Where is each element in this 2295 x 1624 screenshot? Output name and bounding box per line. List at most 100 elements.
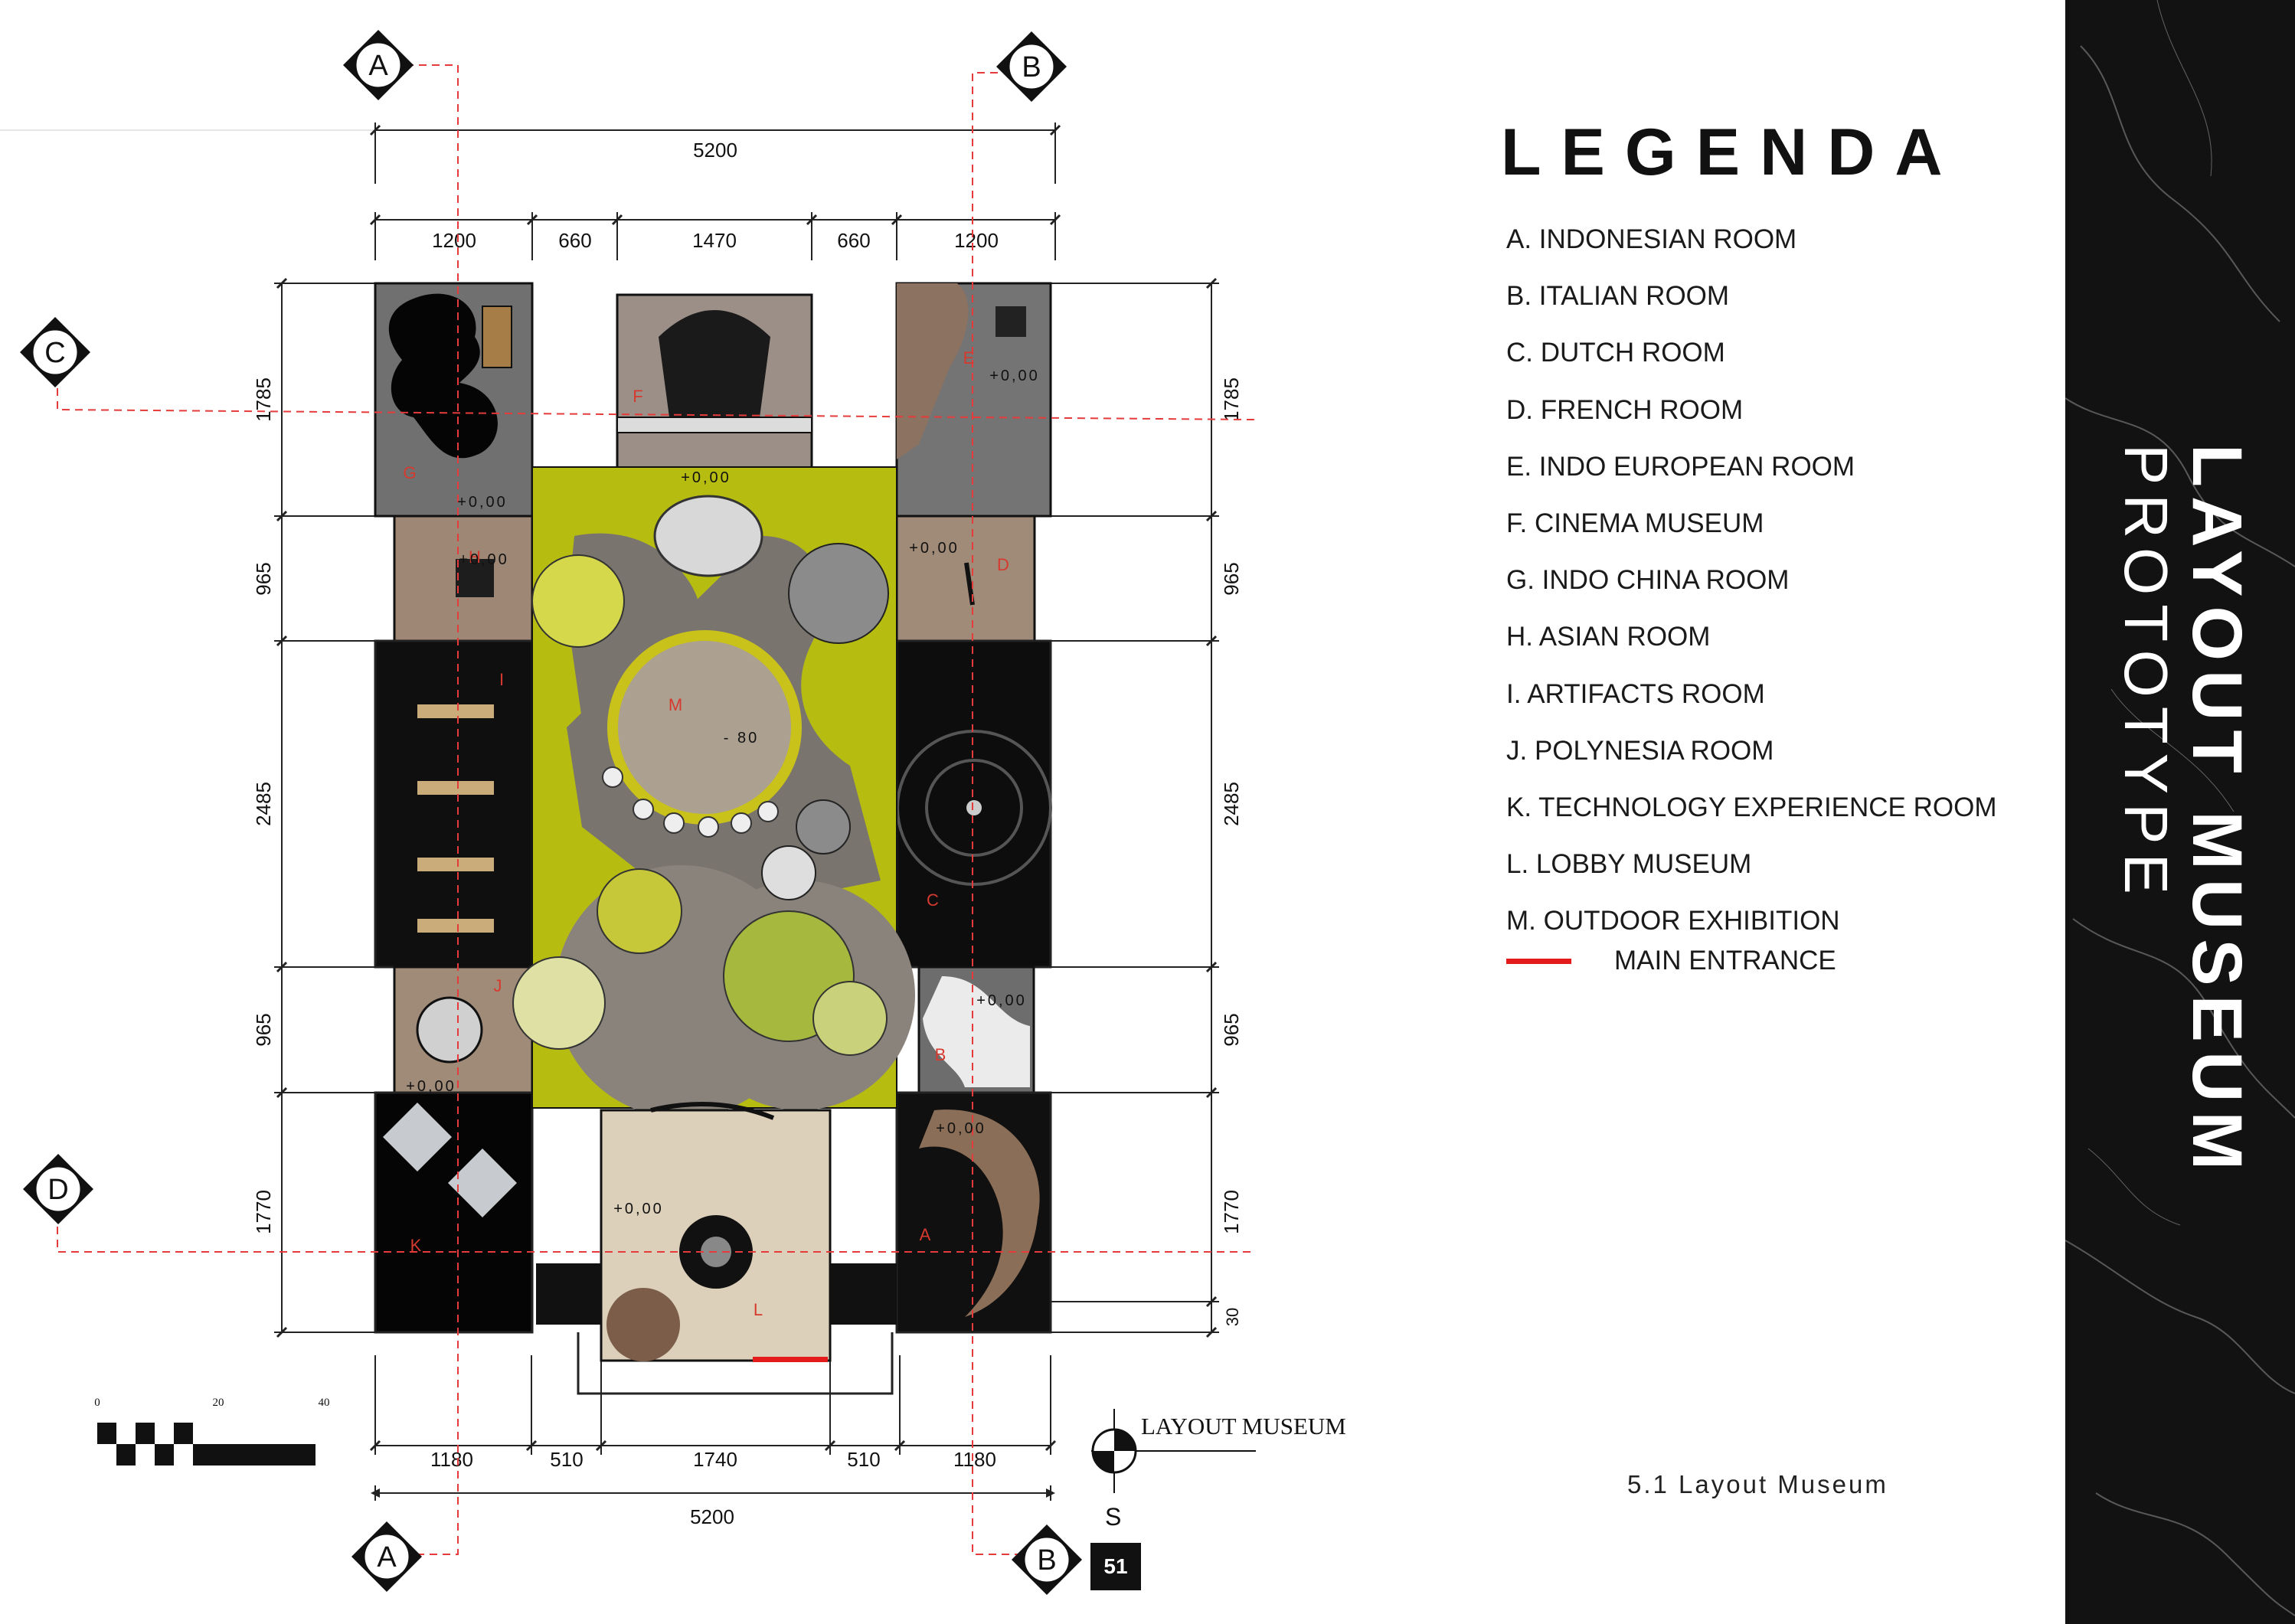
dim-left-3: 2485 <box>252 782 275 826</box>
room-letter-k: K <box>410 1236 422 1255</box>
main-entrance-swatch <box>1506 958 1571 964</box>
dimension-ticks <box>276 124 1218 1452</box>
level-labels: +0,00 +0,00 +0,00 +0,00 +0,00 - 80 +0,00… <box>406 368 1040 1217</box>
lobby-wing-right <box>830 1263 897 1325</box>
legend-item-m: M. OUTDOOR EXHIBITION <box>1506 906 1840 936</box>
room-j-sculpture <box>416 996 483 1064</box>
tree-8 <box>812 981 888 1056</box>
tree-6 <box>512 956 606 1050</box>
section-markers: A B C C D D A B <box>20 30 1082 1595</box>
courtyard-dome <box>653 495 763 577</box>
room-i-table-1 <box>417 704 494 718</box>
room-letter-m: M <box>669 695 682 714</box>
room-b-floor <box>923 976 1030 1087</box>
level-g: +0,00 <box>457 494 508 511</box>
dim-left-2: 965 <box>252 562 275 595</box>
room-letter-d: D <box>997 555 1009 574</box>
room-f-screen <box>659 310 770 429</box>
scale-bar: 0 20 40 <box>94 1397 330 1466</box>
room-letter-j: J <box>494 976 502 995</box>
tree-3 <box>796 799 851 854</box>
legend-list: A. INDONESIAN ROOM B. ITALIAN ROOM C. DU… <box>1506 221 1997 959</box>
room-g-cabinet <box>482 306 512 368</box>
south-label: S <box>1105 1503 1122 1531</box>
room-i-table-3 <box>417 858 494 871</box>
room-i-table-2 <box>417 781 494 795</box>
tree-5 <box>597 868 682 954</box>
legend-item-b: B. ITALIAN ROOM <box>1506 281 1730 312</box>
marble-texture <box>2065 0 2295 1616</box>
legend-item-i: I. ARTIFACTS ROOM <box>1506 678 1765 709</box>
level-d: +0,00 <box>909 540 960 557</box>
dim-left-4: 965 <box>252 1013 275 1046</box>
tree-1 <box>531 554 625 648</box>
room-letter-g: G <box>403 463 416 482</box>
dim-bottom-1: 1180 <box>430 1448 473 1471</box>
room-letter-e: E <box>963 348 975 368</box>
legend-item-g: G. INDO CHINA ROOM <box>1506 565 1790 596</box>
dim-right-1: 1785 <box>1220 377 1243 422</box>
room-f-seating <box>616 417 812 433</box>
dim-top-4: 660 <box>837 229 870 252</box>
floor-plan: 5200 1200 660 1470 660 1200 1180 510 174… <box>0 30 1256 1595</box>
side-title-line-2: PROTOTYPE <box>2112 443 2180 903</box>
dim-bottom-5: 1180 <box>953 1448 996 1471</box>
entrance-steps <box>577 1332 894 1395</box>
level-l: +0,00 <box>613 1201 664 1217</box>
marker-a-bottom: A <box>377 1541 397 1573</box>
level-f: +0,00 <box>681 469 731 486</box>
room-letters: G F E H D I M C J B K A L <box>403 348 1009 1319</box>
room-e-floor <box>897 283 969 459</box>
dim-bottom-total: 5200 <box>690 1505 734 1528</box>
scale-tick-0: 0 <box>94 1397 100 1409</box>
legend-main-entrance: MAIN ENTRANCE <box>1506 942 1836 980</box>
marker-d-left: D <box>47 1174 68 1206</box>
room-k-tile-2 <box>448 1149 517 1217</box>
lobby-arc <box>650 1102 775 1120</box>
legend-item-k: K. TECHNOLOGY EXPERIENCE ROOM <box>1506 792 1997 822</box>
legend-item-a: A. INDONESIAN ROOM <box>1506 224 1797 254</box>
scale-tick-40: 40 <box>319 1397 330 1409</box>
dim-top-3: 1470 <box>692 229 737 252</box>
legend-item-h: H. ASIAN ROOM <box>1506 622 1711 652</box>
dim-right-3: 2485 <box>1220 782 1243 826</box>
room-h-display <box>456 559 494 597</box>
plan-label: LAYOUT MUSEUM <box>1141 1413 1346 1439</box>
room-letter-l: L <box>754 1300 763 1319</box>
legend-item-l: L. LOBBY MUSEUM <box>1506 849 1752 880</box>
dim-right-5: 1770 <box>1220 1190 1243 1234</box>
legend-item-j: J. POLYNESIA ROOM <box>1506 735 1774 766</box>
marker-b-bottom: B <box>1037 1544 1056 1577</box>
level-court: - 80 <box>724 730 759 747</box>
room-d <box>895 515 1036 642</box>
marble-side-panel <box>2065 0 2295 1624</box>
courtyard-lamps <box>602 766 779 838</box>
dimension-lines <box>274 123 1219 1501</box>
room-letter-i: I <box>499 670 504 689</box>
legend-title: LEGENDA <box>1501 116 1963 189</box>
dim-top-2: 660 <box>558 229 591 252</box>
room-letter-a: A <box>920 1225 931 1244</box>
room-c-center <box>966 800 982 815</box>
room-d-display <box>964 562 975 606</box>
dim-top-total: 5200 <box>693 139 737 162</box>
room-e-object <box>995 306 1026 337</box>
dim-right-4: 965 <box>1220 1013 1243 1046</box>
room-a-path <box>919 1109 1040 1317</box>
room-letter-b: B <box>935 1045 946 1064</box>
level-b: +0,00 <box>976 992 1027 1009</box>
level-h: +0,00 <box>459 551 509 568</box>
dim-right-2: 965 <box>1220 562 1243 595</box>
marker-c-left: C <box>44 337 65 369</box>
lobby-lounge <box>606 1288 680 1361</box>
level-a: +0,00 <box>936 1120 986 1137</box>
marker-a-top: A <box>368 50 388 82</box>
legend-item-f: F. CINEMA MUSEUM <box>1506 508 1764 538</box>
room-i <box>374 639 534 969</box>
legend-item-e: E. INDO EUROPEAN ROOM <box>1506 451 1855 482</box>
room-i-table-4 <box>417 919 494 933</box>
dim-left-1: 1785 <box>252 377 275 422</box>
level-e: +0,00 <box>989 368 1040 384</box>
scale-tick-20: 20 <box>213 1397 224 1409</box>
dim-bottom-2: 510 <box>550 1448 583 1471</box>
